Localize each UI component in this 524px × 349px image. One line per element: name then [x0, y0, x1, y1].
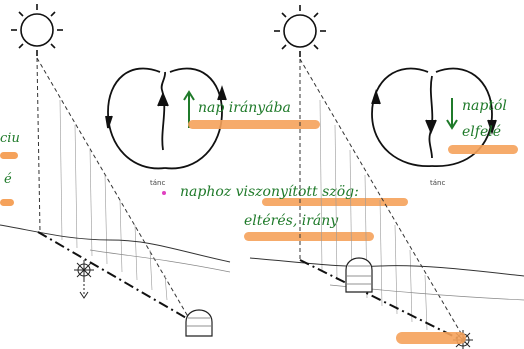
pen-dot-marker [162, 191, 166, 195]
note-away-from-sun-2: elfelé [462, 124, 501, 140]
hive-icon-right [346, 258, 372, 292]
highlight-left-edge-1 [0, 152, 18, 159]
ground-right [250, 258, 524, 300]
waggle-dance-figure-left [106, 68, 226, 168]
highlight-middle-2 [244, 232, 374, 241]
flight-path-left [38, 232, 200, 326]
ground-left [0, 225, 230, 272]
note-away-from-sun-1: naptól [462, 98, 507, 114]
dance-caption-right: tánc [430, 179, 445, 187]
note-toward-sun: nap irányába [198, 100, 291, 116]
note-angle-to-sun: naphoz viszonyított szög: [180, 184, 359, 200]
sun-icon-left [11, 4, 63, 56]
right-scene [250, 5, 524, 349]
note-deviation-direction: eltérés, irány [244, 213, 339, 229]
flight-path-right [300, 260, 465, 342]
highlight-naptol-elfele [448, 145, 518, 154]
left-edge-note-1: ciu [0, 131, 20, 146]
down-arrow-icon [447, 98, 457, 128]
highlight-right-bottom [396, 332, 466, 344]
food-source-icon-left [74, 260, 94, 298]
left-edge-note-2: é [4, 172, 12, 187]
highlight-left-edge-2 [0, 199, 14, 206]
hive-icon-left [186, 310, 212, 336]
sun-angle-beams-left [37, 58, 190, 320]
sun-icon-right [274, 5, 326, 57]
left-scene: ciu é [0, 4, 230, 336]
dance-caption-left: tánc [150, 179, 165, 187]
